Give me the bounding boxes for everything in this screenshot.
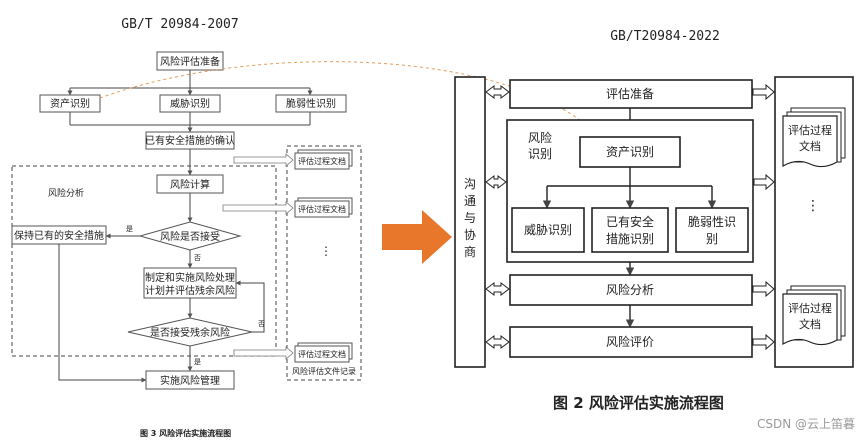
right-threat-label: 威胁识别 [524, 222, 572, 237]
left-measures-label: 已有安全措施的确认 [145, 134, 235, 147]
left-records-region [286, 145, 362, 381]
right-threat-box [511, 207, 585, 253]
right-flowchart: GB/T20984-2022 沟 通 与 协 商 评估准备 风险 识别 资产识别… [454, 29, 854, 412]
right-asset-box [579, 136, 681, 168]
right-vuln-line1: 脆弱性识 [688, 214, 736, 229]
right-comm-label: 沟 通 与 协 商 [464, 177, 476, 259]
right-doc-1: 评估过程 文档 [782, 107, 846, 168]
right-measures-line1: 已有安全 [606, 214, 654, 229]
left-manage-box [145, 370, 235, 390]
left-keep-label: 保持已有的安全措施 [14, 229, 104, 242]
right-analysis-label: 风险分析 [606, 282, 654, 297]
left-caption: 图 3 风险评估实施流程图 [140, 428, 231, 438]
right-comm-box [454, 76, 486, 368]
right-prep-box [509, 79, 753, 109]
transition-arrow-icon [382, 210, 452, 264]
left-no2-label: 否 [258, 320, 265, 328]
watermark: CSDN @云上笛暮 [757, 416, 855, 431]
left-plan-line2: 计划并评估残余风险 [145, 284, 235, 297]
right-comm-arrows [485, 85, 510, 349]
svg-text:沟: 沟 [464, 177, 476, 191]
left-records-label: 风险评估文件记录 [292, 366, 356, 376]
left-residual-label: 是否接受残余风险 [150, 326, 230, 339]
left-doc-2: 评估过程文档 [294, 197, 353, 218]
svg-text:通: 通 [464, 194, 476, 208]
right-evaluation-label: 风险评价 [606, 334, 654, 349]
left-yes2-label: 是 [194, 358, 201, 366]
left-doc-3: 评估过程文档 [294, 342, 353, 363]
left-flowchart: GB/T 20984-2007 风险评估准备 资产识别 威胁识别 脆弱性识别 已… [11, 17, 362, 438]
right-identify-label-1: 风险 [528, 130, 552, 145]
svg-text:商: 商 [464, 244, 476, 259]
left-doc-ellipsis: ⋮ [320, 244, 332, 258]
left-manage-label: 实施风险管理 [160, 374, 220, 387]
left-asset-label: 资产识别 [50, 97, 90, 110]
right-doc-1-line2: 文档 [799, 139, 821, 153]
left-vuln-box [275, 94, 347, 113]
right-title: GB/T20984-2022 [610, 29, 720, 44]
mapping-curve [99, 61, 601, 139]
left-threat-label: 威胁识别 [170, 97, 210, 110]
right-vuln-line2: 别 [706, 232, 718, 246]
left-vuln-label: 脆弱性识别 [286, 97, 336, 110]
left-calc-label: 风险计算 [170, 178, 210, 191]
left-analysis-region [11, 165, 277, 357]
right-doc-2: 评估过程 文档 [782, 285, 846, 346]
right-identify-label-2: 识别 [528, 147, 552, 161]
right-measures-line2: 措施识别 [606, 232, 654, 246]
right-vuln-box [675, 207, 749, 253]
left-analysis-label: 风险分析 [48, 187, 84, 199]
svg-text:与: 与 [464, 211, 476, 225]
svg-text:协: 协 [464, 227, 476, 242]
right-measures-box [591, 207, 669, 253]
right-analysis-box [509, 274, 753, 306]
left-no1-label: 否 [194, 254, 201, 262]
left-plan-box [143, 267, 237, 299]
left-doc-1-label: 评估过程文档 [298, 156, 346, 166]
right-doc-ellipsis: ⋮ [806, 198, 820, 214]
right-doc-2-line2: 文档 [799, 317, 821, 331]
right-doc-1-line1: 评估过程 [788, 124, 832, 137]
left-title: GB/T 20984-2007 [121, 17, 238, 32]
left-yes1-label: 是 [126, 225, 133, 233]
right-asset-label: 资产识别 [606, 145, 654, 159]
left-accept-label: 风险是否接受 [160, 230, 220, 243]
left-plan-line1: 制定和实施风险处理 [145, 271, 235, 284]
left-doc-3-label: 评估过程文档 [298, 349, 346, 359]
right-doc-arrows [752, 83, 775, 351]
right-caption: 图 2 风险评估实施流程图 [553, 394, 724, 412]
left-prep-label: 风险评估准备 [160, 55, 220, 68]
left-doc-2-label: 评估过程文档 [298, 204, 346, 214]
right-doc-2-line1: 评估过程 [788, 302, 832, 315]
left-doc-1: 评估过程文档 [294, 149, 353, 170]
right-prep-label: 评估准备 [606, 87, 654, 101]
left-doc-arrows [222, 153, 294, 360]
right-evaluation-box [509, 326, 753, 358]
